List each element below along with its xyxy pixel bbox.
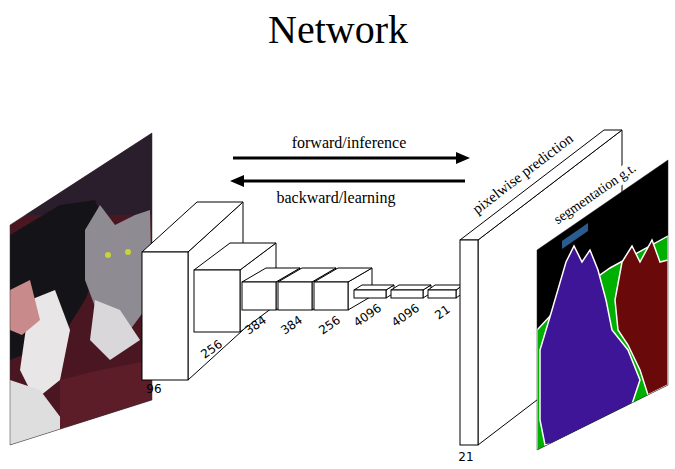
channel-count: 384 <box>279 314 306 338</box>
block-top <box>391 285 431 290</box>
segmentation-image <box>530 150 675 460</box>
slab-front <box>460 240 478 445</box>
diagram-title: Network <box>268 7 408 53</box>
seg-ground <box>537 236 668 455</box>
channel-count: 256 <box>199 338 226 362</box>
block-top <box>428 285 463 290</box>
block-top <box>194 243 276 270</box>
photo-wall <box>0 120 160 215</box>
fc-block <box>391 285 431 298</box>
conv-block <box>142 202 243 380</box>
arrow-line <box>242 180 465 183</box>
cat-eye <box>105 252 111 258</box>
image-label: segmentation g.t. <box>549 159 641 229</box>
seg-tag <box>562 223 588 249</box>
cat-chest <box>90 300 140 360</box>
block-front <box>242 282 276 310</box>
channel-count: 4096 <box>390 302 423 331</box>
dog-tongue <box>10 280 40 335</box>
seg-border <box>537 160 668 450</box>
channel-count: 384 <box>243 314 270 338</box>
fc-block <box>428 285 463 298</box>
arrow-label: backward/learning <box>276 189 395 207</box>
photo-border <box>10 133 152 445</box>
seg-cat <box>615 240 668 395</box>
sofa <box>60 360 152 430</box>
block-top <box>314 268 372 282</box>
channel-count: 21 <box>458 451 473 465</box>
block-front <box>194 270 240 332</box>
arrow-head <box>456 152 470 164</box>
input-photo <box>0 120 160 460</box>
block-front <box>354 290 386 298</box>
cat-eye <box>125 249 131 255</box>
backward-arrow <box>230 175 465 187</box>
fc-block <box>354 285 394 298</box>
arrow-label: forward/inference <box>292 134 407 152</box>
channel-count: 4096 <box>352 302 385 331</box>
arrow-line <box>233 157 458 160</box>
channel-count: 96 <box>146 383 161 397</box>
block-front <box>391 290 423 298</box>
block-front <box>142 252 188 380</box>
arrow-head <box>230 175 244 187</box>
seg-background <box>530 150 675 460</box>
photo-background <box>0 120 160 460</box>
block-front <box>314 282 348 310</box>
block-front <box>428 290 456 298</box>
block-top <box>354 285 394 290</box>
channel-count: 256 <box>317 314 344 338</box>
forward-arrow <box>233 152 470 164</box>
channel-count: 21 <box>433 303 453 323</box>
block-front <box>278 282 312 310</box>
